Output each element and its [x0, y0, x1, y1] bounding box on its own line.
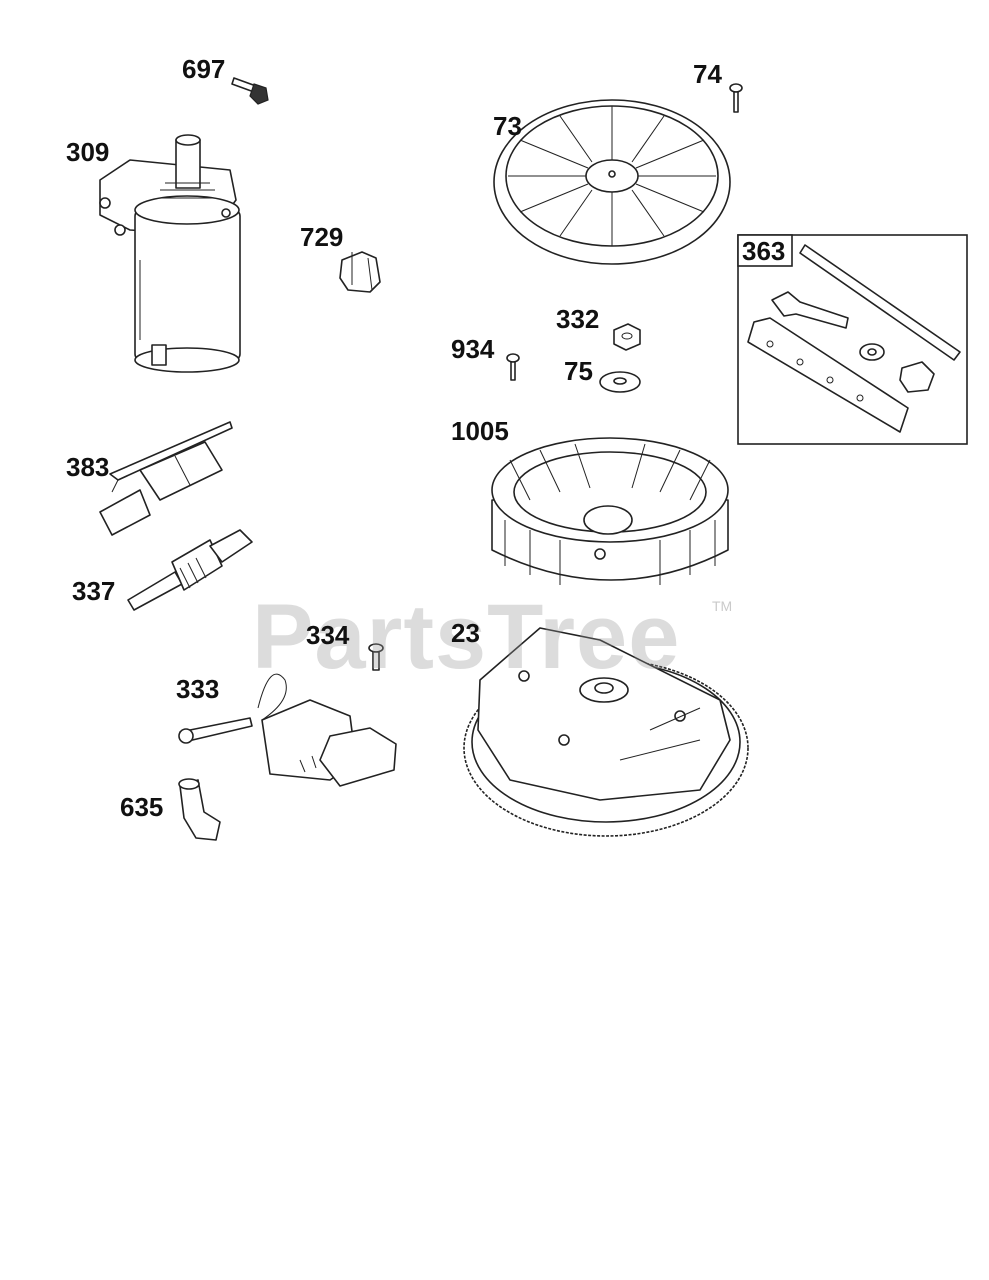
part-337-spark-plug[interactable] — [127, 529, 253, 611]
part-74-screw[interactable] — [729, 83, 743, 113]
part-697-bolt[interactable] — [231, 77, 269, 105]
part-23-flywheel[interactable] — [463, 627, 749, 837]
label-309[interactable]: 309 — [66, 137, 110, 167]
watermark: PartsTree — [252, 586, 681, 688]
part-383-wrench[interactable] — [99, 421, 233, 536]
label-332[interactable]: 332 — [556, 304, 600, 334]
label-697[interactable]: 697 — [182, 54, 226, 84]
label-934[interactable]: 934 — [451, 334, 495, 364]
label-333[interactable]: 333 — [176, 674, 220, 704]
part-729-clip[interactable] — [339, 251, 381, 293]
part-332-nut[interactable] — [613, 323, 641, 351]
part-75-washer[interactable] — [599, 371, 641, 393]
part-309-starter-motor[interactable] — [99, 134, 241, 373]
part-333-ignition-coil[interactable] — [178, 673, 397, 787]
part-334-screw[interactable] — [368, 643, 384, 671]
label-363[interactable]: 363 — [742, 236, 786, 266]
label-337[interactable]: 337 — [72, 576, 116, 606]
label-334[interactable]: 334 — [306, 620, 350, 650]
label-23[interactable]: 23 — [451, 618, 480, 648]
label-635[interactable]: 635 — [120, 792, 164, 822]
part-363-kit[interactable] — [737, 234, 968, 445]
part-73-fan-screen[interactable] — [493, 99, 731, 265]
label-729[interactable]: 729 — [300, 222, 344, 252]
part-934-screw[interactable] — [506, 353, 520, 381]
part-635-boot[interactable] — [178, 778, 221, 841]
trademark-mark: TM — [712, 598, 733, 614]
part-1005-fan[interactable] — [491, 437, 729, 585]
label-1005[interactable]: 1005 — [451, 416, 509, 446]
label-74[interactable]: 74 — [693, 59, 722, 89]
label-73[interactable]: 73 — [493, 111, 522, 141]
label-383[interactable]: 383 — [66, 452, 110, 482]
label-75[interactable]: 75 — [564, 356, 593, 386]
